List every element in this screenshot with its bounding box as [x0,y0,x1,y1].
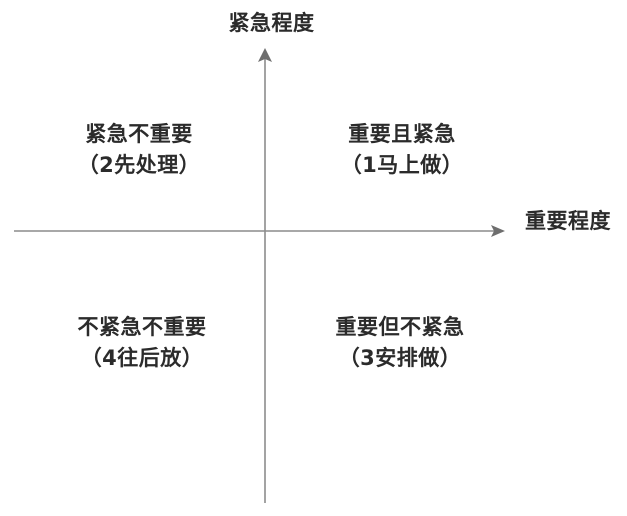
quadrant-title: 紧急不重要 [85,122,193,146]
quadrant-action: （4往后放） [80,346,204,370]
quadrant-urgent-not-important: 紧急不重要 （2先处理） [19,119,259,181]
axis-label-urgency: 紧急程度 [228,11,315,35]
quadrant-title: 不紧急不重要 [77,315,207,339]
quadrant-not-urgent-not-important: 不紧急不重要 （4往后放） [22,312,262,374]
quadrant-title: 重要且紧急 [348,122,456,146]
quadrant-action: （2先处理） [77,153,201,177]
quadrant-title: 重要但不紧急 [335,315,465,339]
horizontal-axis-arrowhead [491,225,505,237]
quadrant-important-not-urgent: 重要但不紧急 （3安排做） [280,312,520,374]
vertical-axis-arrowhead [258,48,272,62]
quadrant-important-and-urgent: 重要且紧急 （1马上做） [282,119,522,181]
quadrant-action: （1马上做） [340,153,464,177]
axis-label-importance: 重要程度 [525,209,611,233]
quadrant-action: （3安排做） [338,346,462,370]
